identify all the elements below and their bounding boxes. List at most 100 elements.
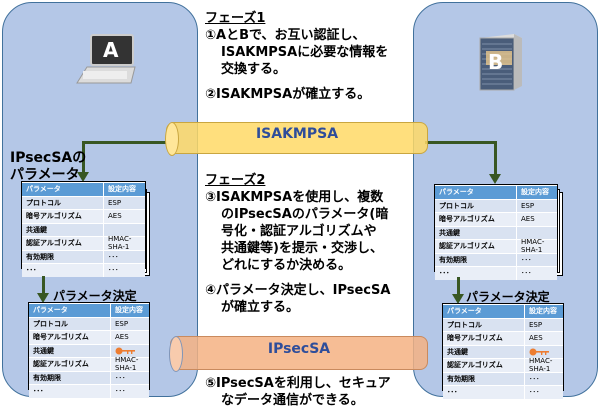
param-name-cell: 認証アルゴリズム xyxy=(443,359,525,372)
table-row: 有効期限･･･ xyxy=(435,252,557,266)
param-value-cell: ･･･ xyxy=(115,387,126,396)
header-cell: 設定内容 xyxy=(521,188,549,197)
step3-line1: ③ISAKMPSAを使用し、複数 xyxy=(205,190,384,205)
param-name-cell: 共通鍵 xyxy=(443,345,525,358)
table-row: 有効期限 ･･･ xyxy=(22,249,145,263)
decided-label-right: パラメータ決定 xyxy=(466,290,550,304)
table-row: 共通鍵 xyxy=(29,343,149,358)
step3-line4: 共通鍵等)を提示・交渉し、 xyxy=(221,241,383,256)
header-cell: パラメータ xyxy=(443,305,525,318)
laptop-icon: A xyxy=(73,33,139,91)
step5-line2: なデータ通信ができる。 xyxy=(221,393,364,408)
connector-line-left-h xyxy=(82,141,172,144)
param-value-cell: ･･･ xyxy=(108,266,119,275)
header-cell: パラメータ xyxy=(22,183,104,196)
param-name-cell: 有効期限 xyxy=(29,371,111,384)
param-name-cell: 有効期限 xyxy=(443,372,525,385)
step3-line2: のIPsecSAのパラメータ(暗 xyxy=(221,207,389,222)
step4-line1: ④パラメータ決定し、IPsecSA xyxy=(205,283,391,298)
param-value-cell: AES xyxy=(108,212,122,221)
param-name-cell: 認証アルゴリズム xyxy=(29,358,111,371)
table-header-row: パラメータ設定内容 xyxy=(443,304,563,318)
phase2-text: フェーズ2 ③ISAKMPSAを使用し、複数 のIPsecSAのパラメータ(暗 … xyxy=(205,172,410,316)
phase1-text: フェーズ1 ①AとBで、お互い認証し、 ISAKMPSAに必要な情報を 交換する… xyxy=(205,10,410,103)
table-row: ･･･ ･･･ xyxy=(435,266,557,280)
param-name-cell: プロトコル xyxy=(435,199,517,212)
table-row: 認証アルゴリズム HMAC-SHA-1 xyxy=(443,357,563,374)
param-value-cell: ESP xyxy=(108,198,122,207)
param-name-cell: 有効期限 xyxy=(22,250,104,263)
table-row: ･･･ ･･･ xyxy=(443,385,563,399)
header-cell: 設定内容 xyxy=(115,306,143,315)
param-name-cell: 共通鍵 xyxy=(435,226,517,239)
param-value-cell: HMAC-SHA-1 xyxy=(108,235,132,252)
header-cell: 設定内容 xyxy=(108,185,136,194)
param-name-cell: 暗号アルゴリズム xyxy=(443,332,525,345)
table-row: 有効期限･･･ xyxy=(29,370,149,384)
param-name-cell: 認証アルゴリズム xyxy=(22,237,104,250)
phase1-heading: フェーズ1 xyxy=(205,11,266,26)
header-cell: パラメータ xyxy=(29,304,111,317)
left-caption: IPsecSAの パラメータ xyxy=(10,150,86,184)
host-a-label: A xyxy=(103,38,119,62)
step5-text: ⑤IPsecSAを利用し、セキュア なデータ通信ができる。 xyxy=(205,375,410,409)
step4-line2: が確立する。 xyxy=(221,300,300,315)
arrow-down-icon xyxy=(77,172,89,182)
param-name-cell: プロトコル xyxy=(29,317,111,330)
table-row: 共通鍵 xyxy=(443,344,563,358)
param-name-cell: ･･･ xyxy=(22,264,104,277)
param-name-cell: ･･･ xyxy=(443,386,525,399)
table-row: 有効期限･･･ xyxy=(443,371,563,385)
isakmpsa-label: ISAKMPSA xyxy=(255,126,339,142)
table-row: 認証アルゴリズム HMAC-SHA-1 xyxy=(22,235,145,252)
left-caption-line1: IPsecSAの xyxy=(10,150,87,166)
isakmpsa-tunnel: ISAKMPSA xyxy=(165,122,428,156)
decided-line-right xyxy=(457,277,460,297)
step5-line1: ⑤IPsecSAを利用し、セキュア xyxy=(205,376,391,391)
phase2-heading: フェーズ2 xyxy=(205,173,266,188)
step1-line3: 交換する。 xyxy=(221,62,287,77)
param-value-cell: ･･･ xyxy=(108,252,119,261)
param-name-cell: 共通鍵 xyxy=(22,223,104,236)
table-header-row: パラメータ設定内容 xyxy=(29,303,149,317)
step1-line2: ISAKMPSAに必要な情報を xyxy=(221,45,389,60)
param-value-cell: ･･･ xyxy=(529,388,540,397)
server-icon: B xyxy=(478,32,524,94)
table-header-row: パラメータ設定内容 xyxy=(435,185,557,199)
step3-line5: どれにするか決める。 xyxy=(221,258,352,273)
table-row: ･･･ ･･･ xyxy=(22,263,145,277)
step2: ②ISAKMPSAが確立する。 xyxy=(205,87,371,102)
param-name-cell: ･･･ xyxy=(435,267,517,280)
param-value-cell: ESP xyxy=(529,320,543,329)
arrow-down-icon xyxy=(489,174,501,184)
param-value-cell: ESP xyxy=(521,201,535,210)
ipsecsa-label: IPsecSA xyxy=(267,341,331,357)
table-row: ･･･ ･･･ xyxy=(29,384,149,398)
arrow-down-icon xyxy=(37,293,49,303)
param-name-cell: 暗号アルゴリズム xyxy=(435,213,517,226)
param-name-cell: 共通鍵 xyxy=(29,344,111,357)
host-b-label: B xyxy=(488,50,504,74)
decided-label-left: パラメータ決定 xyxy=(53,289,137,303)
decided-line-left xyxy=(42,276,45,296)
table-row: 共通鍵 xyxy=(435,225,557,239)
step1-line1: ①AとBで、お互い認証し、 xyxy=(205,28,366,43)
key-icon xyxy=(111,345,149,358)
param-name-cell: 認証アルゴリズム xyxy=(435,240,517,253)
param-value-cell: ･･･ xyxy=(521,269,532,278)
param-value-cell: AES xyxy=(521,215,535,224)
param-name-cell: ･･･ xyxy=(29,385,111,398)
table-row: 共通鍵 xyxy=(22,222,145,236)
table-header-row: パラメータ設定内容 xyxy=(22,182,145,196)
param-value-cell: HMAC-SHA-1 xyxy=(529,357,553,374)
